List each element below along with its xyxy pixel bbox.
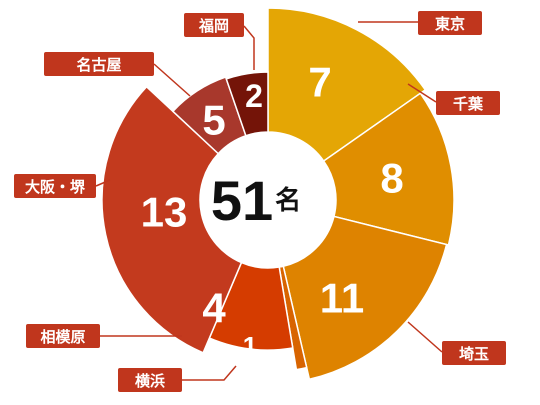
value-label-seg-5: 13 bbox=[141, 189, 188, 236]
category-label-box bbox=[44, 52, 154, 76]
category-label-text: 大阪・堺 bbox=[25, 178, 86, 196]
total-count-unit: 名 bbox=[275, 185, 301, 215]
category-label-box bbox=[418, 11, 482, 35]
leader-line-seg-7 bbox=[243, 25, 255, 70]
leader-line-seg-5 bbox=[95, 179, 111, 187]
category-label-box bbox=[184, 13, 244, 37]
category-label-seg-4: 相模原 bbox=[26, 324, 100, 348]
category-label-seg-6: 名古屋 bbox=[44, 52, 154, 76]
total-count-value: 51 bbox=[211, 169, 273, 232]
value-label-seg-6: 5 bbox=[202, 97, 225, 144]
center-hole bbox=[200, 132, 336, 268]
category-label-text: 東京 bbox=[435, 15, 465, 33]
value-label-seg-0: 7 bbox=[308, 59, 331, 106]
category-label-text: 横浜 bbox=[135, 372, 165, 390]
category-label-box bbox=[436, 91, 500, 115]
leader-line-seg-6 bbox=[153, 63, 191, 97]
category-label-box bbox=[442, 341, 506, 365]
total-count: 51名 bbox=[211, 169, 301, 232]
value-label-seg-7: 2 bbox=[245, 78, 263, 114]
category-label-text: 名古屋 bbox=[76, 56, 121, 74]
category-label-seg-5: 大阪・堺 bbox=[14, 174, 96, 198]
leader-line-seg-3 bbox=[182, 365, 237, 381]
category-label-text: 千葉 bbox=[453, 95, 484, 113]
category-label-text: 埼玉 bbox=[459, 345, 489, 363]
category-label-seg-7: 福岡 bbox=[184, 13, 244, 37]
category-label-seg-0: 東京 bbox=[418, 11, 482, 35]
category-label-seg-1: 千葉 bbox=[436, 91, 500, 115]
leader-line-seg-1 bbox=[407, 83, 437, 103]
category-label-seg-2: 埼玉 bbox=[442, 341, 506, 365]
category-label-box bbox=[14, 174, 96, 198]
value-label-seg-4: 4 bbox=[202, 285, 226, 332]
category-label-box bbox=[26, 324, 100, 348]
value-label-seg-3: 1 bbox=[243, 331, 257, 361]
value-label-seg-1: 8 bbox=[380, 155, 403, 202]
category-label-text: 相模原 bbox=[40, 328, 85, 346]
category-label-box bbox=[118, 368, 182, 392]
value-label-seg-2: 11 bbox=[320, 275, 364, 322]
category-label-text: 福岡 bbox=[198, 17, 229, 35]
category-label-seg-3: 横浜 bbox=[118, 368, 182, 392]
leader-line-seg-2 bbox=[407, 321, 443, 353]
